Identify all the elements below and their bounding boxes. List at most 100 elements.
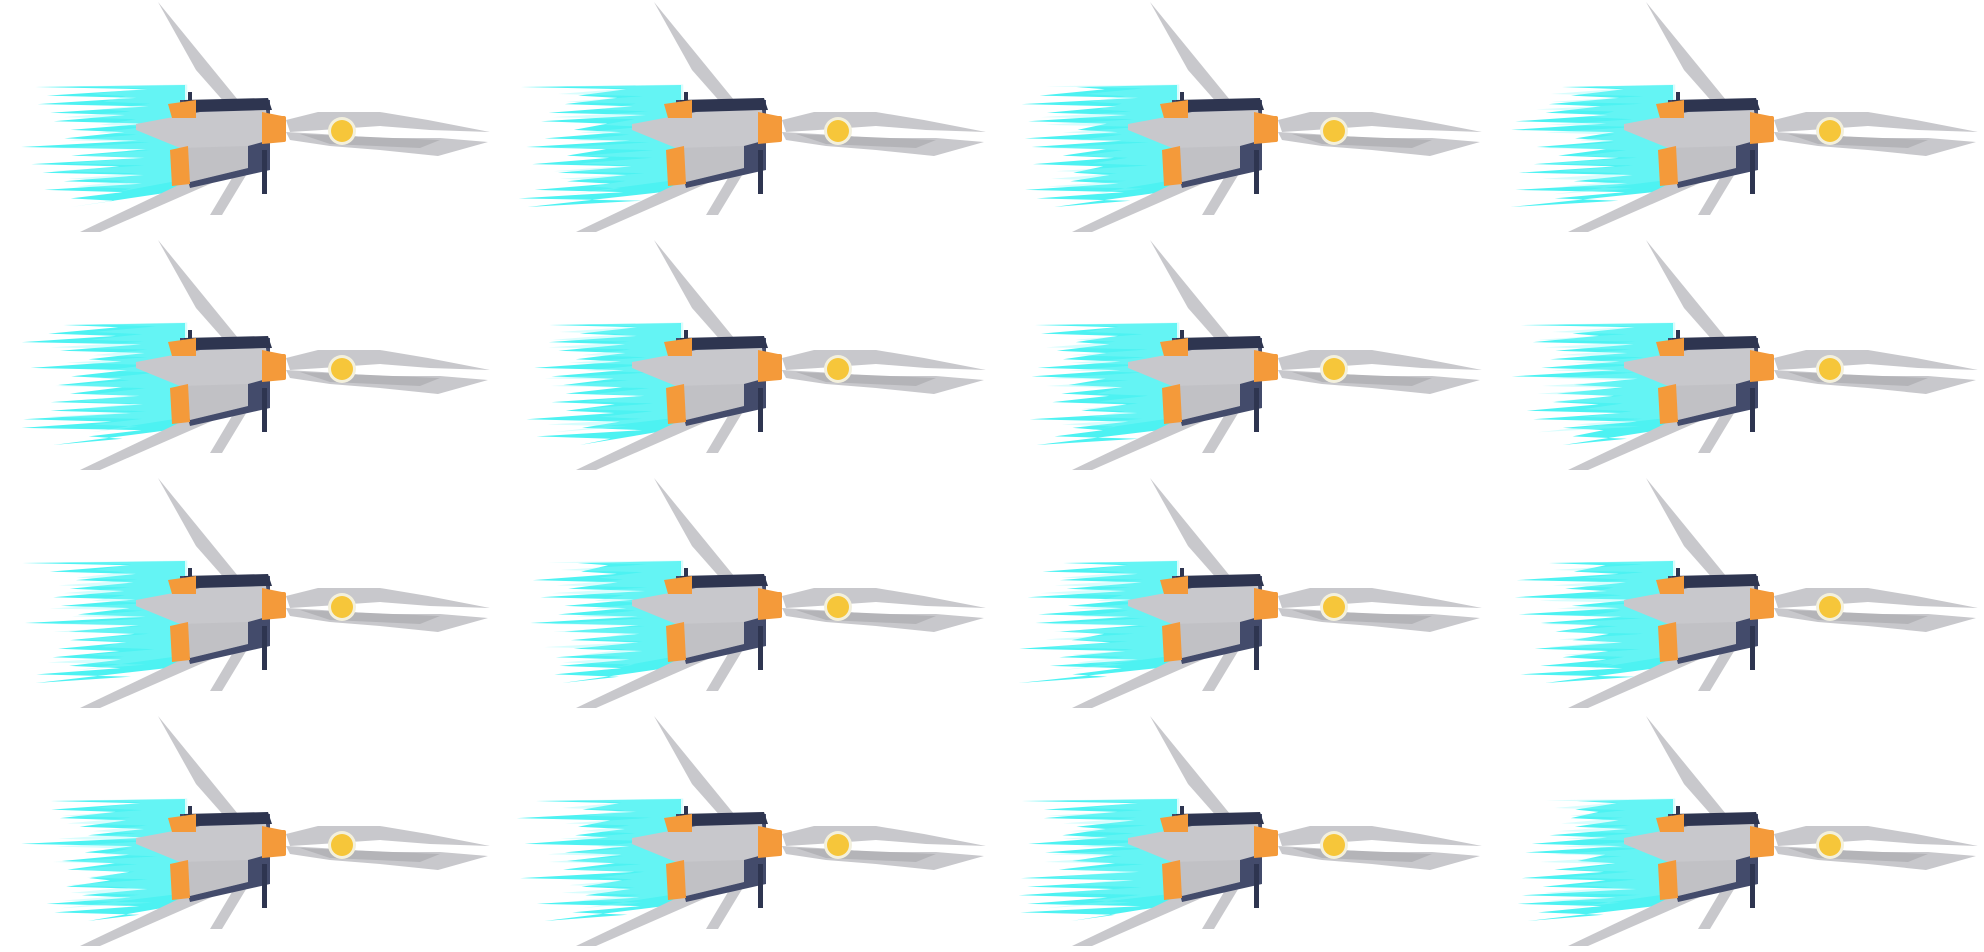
cockpit-orb [827, 834, 849, 856]
hull-top-rail [1672, 336, 1760, 350]
thruster-flame-highlight [547, 798, 684, 909]
orange-nozzle [1764, 354, 1774, 380]
orange-rear-panel [1658, 146, 1678, 186]
orange-top-panel [168, 576, 196, 594]
orange-top-panel [168, 100, 196, 118]
lower-strut [706, 882, 744, 929]
cockpit-orb [827, 120, 849, 142]
cockpit-orb [1323, 120, 1345, 142]
armor-plate [136, 348, 270, 420]
hull-top-rail [184, 574, 272, 588]
lower-strut [210, 168, 248, 215]
upper-fin [158, 240, 238, 342]
orange-rear-panel [170, 622, 190, 662]
ship-sprite [1029, 240, 1482, 470]
cockpit-orb [1323, 834, 1345, 856]
thruster-flame-highlight [51, 84, 188, 195]
sprite-frame [496, 476, 996, 714]
armor-shadow [1172, 384, 1240, 420]
thruster-flame [1029, 323, 1177, 445]
thruster-flame-highlight [1540, 798, 1676, 909]
orange-nozzle [276, 830, 286, 856]
sprite-frame [1488, 238, 1984, 476]
lower-strut [1698, 644, 1736, 691]
upper-prong [286, 826, 490, 846]
hull-rear-strut [758, 388, 763, 432]
cockpit-orb [1819, 596, 1841, 618]
orange-top-panel [1160, 576, 1188, 594]
hull-rear-strut [1750, 150, 1755, 194]
orange-nozzle [772, 116, 782, 142]
upper-fin [158, 716, 238, 818]
upper-prong [1278, 350, 1482, 370]
thruster-flame [1514, 561, 1673, 683]
armor-shadow [1668, 384, 1736, 420]
thruster-flame [1018, 561, 1177, 683]
thruster-flame-highlight [47, 560, 188, 671]
thruster-flame [526, 323, 681, 445]
hull-rear-strut [758, 864, 763, 908]
orange-top-panel [664, 338, 692, 356]
orange-rear-panel [666, 146, 686, 186]
thruster-flame-highlight [1040, 84, 1180, 195]
hull-top-rail [1672, 574, 1760, 588]
upper-prong [782, 350, 986, 370]
thruster-flame [1018, 799, 1177, 921]
orange-rear-panel [1162, 860, 1182, 900]
sprite-frame [0, 0, 500, 238]
upper-prong [1774, 112, 1978, 132]
hull-rear-strut [262, 150, 267, 194]
armor-plate [136, 110, 270, 182]
orange-rear-panel [1162, 384, 1182, 424]
upper-prong [286, 588, 490, 608]
orange-top-panel [664, 814, 692, 832]
upper-prong [782, 112, 986, 132]
ship-sprite [526, 240, 986, 470]
upper-prong [286, 350, 490, 370]
sprite-frame [0, 238, 500, 476]
orange-nozzle [276, 116, 286, 142]
hull-rear-strut [1254, 864, 1259, 908]
thruster-flame-highlight [551, 84, 684, 195]
upper-fin [1150, 716, 1230, 818]
hull-top-rail [1672, 812, 1760, 826]
upper-prong [1278, 588, 1482, 608]
thruster-flame-highlight [1536, 84, 1676, 195]
upper-fin [1150, 240, 1230, 342]
armor-plate [1624, 824, 1758, 896]
thruster-flame [1021, 85, 1177, 207]
orange-nozzle [1268, 354, 1278, 380]
lower-strut [1202, 882, 1240, 929]
upper-fin [1646, 2, 1726, 104]
ship-sprite [21, 2, 490, 232]
orange-top-panel [168, 814, 196, 832]
armor-plate [632, 586, 766, 658]
thruster-flame-highlight [52, 798, 188, 909]
orange-nozzle [772, 354, 782, 380]
orange-rear-panel [666, 860, 686, 900]
hull-rear-strut [1750, 864, 1755, 908]
ship-sprite [22, 478, 490, 708]
hull-top-rail [1176, 812, 1264, 826]
orange-rear-panel [666, 622, 686, 662]
thruster-flame [530, 561, 681, 683]
cockpit-orb [827, 358, 849, 380]
upper-prong [286, 112, 490, 132]
thruster-flame [21, 85, 186, 207]
armor-shadow [1668, 146, 1736, 182]
upper-prong [1774, 588, 1978, 608]
cockpit-orb [331, 358, 353, 380]
armor-shadow [1668, 622, 1736, 658]
hull-rear-strut [262, 626, 267, 670]
sprite-frame [0, 476, 500, 714]
cockpit-orb [331, 120, 353, 142]
ship-sprite [518, 2, 986, 232]
armor-shadow [180, 860, 248, 896]
orange-nozzle [772, 830, 782, 856]
upper-prong [1278, 112, 1482, 132]
armor-shadow [1172, 146, 1240, 182]
sprite-frame [992, 0, 1492, 238]
thruster-flame-highlight [1537, 322, 1676, 433]
thruster-flame [21, 323, 186, 445]
orange-rear-panel [170, 146, 190, 186]
